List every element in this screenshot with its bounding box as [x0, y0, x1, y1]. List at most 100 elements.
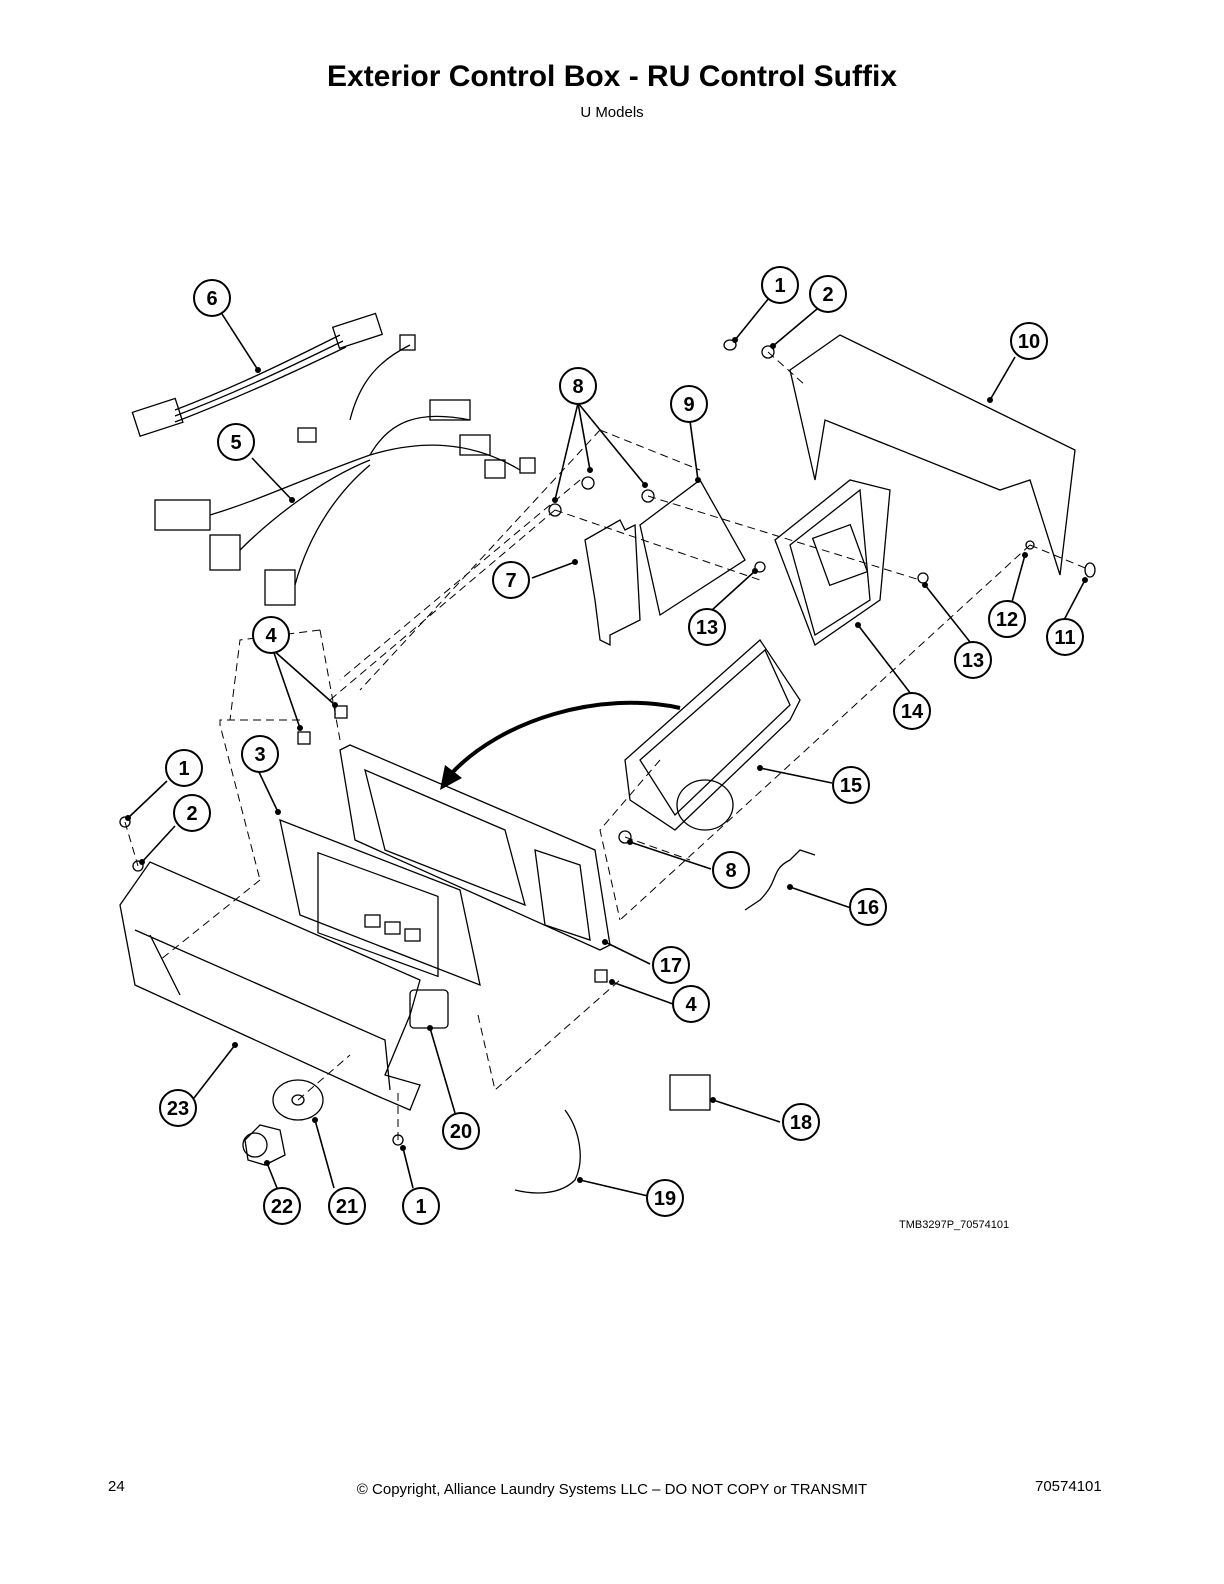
- callout-4: 4: [252, 616, 290, 654]
- callout-20: 20: [442, 1112, 480, 1150]
- callout-label: 5: [230, 432, 241, 454]
- callout-circle: [173, 794, 211, 832]
- callout-15: 15: [832, 766, 870, 804]
- callout-label: 12: [996, 609, 1018, 631]
- callout-label: 7: [505, 570, 516, 592]
- callout-label: 10: [1018, 331, 1040, 353]
- callout-label: 14: [901, 701, 924, 723]
- callout-circle: [712, 851, 750, 889]
- callout-circle: [988, 600, 1026, 638]
- callout-label: 4: [685, 994, 697, 1016]
- callout-label: 4: [265, 625, 277, 647]
- callout-circle: [1010, 322, 1048, 360]
- callout-label: 2: [186, 803, 197, 825]
- callout-label: 1: [415, 1196, 426, 1218]
- callout-circle: [688, 608, 726, 646]
- wiring-harness-6-drawing: [131, 312, 384, 437]
- callout-label: 8: [725, 860, 736, 882]
- callout-label: 2: [822, 284, 833, 306]
- callout-label: 19: [654, 1188, 676, 1210]
- washer-21-drawing: [272, 1079, 324, 1121]
- callout-7: 7: [492, 561, 530, 599]
- control-board-14-drawing: [774, 479, 891, 647]
- callout-17: 17: [652, 946, 690, 984]
- callout-23: 23: [159, 1089, 197, 1127]
- callout-circle: [782, 1103, 820, 1141]
- callout-circle: [646, 1179, 684, 1217]
- page-title: Exterior Control Box - RU Control Suffix: [327, 60, 897, 93]
- callout-circle: [832, 766, 870, 804]
- callout-2: 2: [173, 794, 211, 832]
- callout-circle: [954, 641, 992, 679]
- callout-circle: [893, 692, 931, 730]
- overlay-3-drawing: [279, 818, 481, 987]
- callout-circle: [670, 385, 708, 423]
- callout-label: 13: [962, 650, 984, 672]
- callout-circle: [328, 1187, 366, 1225]
- callout-label: 16: [857, 897, 879, 919]
- callout-label: 23: [167, 1098, 189, 1120]
- callout-circle: [263, 1187, 301, 1225]
- connector-18-drawing: [669, 1074, 711, 1111]
- callout-8: 8: [559, 367, 597, 405]
- leader-arrowheads: [125, 337, 1088, 1183]
- callout-circle: [559, 367, 597, 405]
- callout-14: 14: [893, 692, 931, 730]
- callout-16: 16: [849, 888, 887, 926]
- callout-circle: [241, 735, 279, 773]
- callout-18: 18: [782, 1103, 820, 1141]
- relocation-arrow: [448, 700, 681, 777]
- callout-label: 11: [1054, 627, 1075, 649]
- callout-label: 1: [774, 275, 785, 297]
- fasteners-drawing: [119, 339, 1096, 1146]
- callout-1: 1: [761, 266, 799, 304]
- callout-circle: [672, 985, 710, 1023]
- callout-4: 4: [672, 985, 710, 1023]
- callout-9: 9: [670, 385, 708, 423]
- cover-10-drawing: [789, 334, 1076, 576]
- wire-16-drawing: [744, 849, 816, 911]
- callout-label: 1: [178, 758, 189, 780]
- callout-circle: [442, 1112, 480, 1150]
- control-board-15-drawing: [624, 639, 801, 831]
- callout-13: 13: [688, 608, 726, 646]
- callout-3: 3: [241, 735, 279, 773]
- callout-label: 20: [450, 1121, 472, 1143]
- callout-21: 21: [328, 1187, 366, 1225]
- bracket-7-drawing: [584, 519, 641, 647]
- wiring-harness-5-drawing: [154, 334, 536, 606]
- document-number: 70574101: [1035, 1478, 1102, 1495]
- callout-label: 17: [660, 955, 682, 977]
- callout-2: 2: [809, 275, 847, 313]
- callout-13: 13: [954, 641, 992, 679]
- grommet-22-drawing: [242, 1124, 286, 1166]
- wire-19-drawing: [514, 1109, 581, 1194]
- callout-1: 1: [402, 1187, 440, 1225]
- callout-19: 19: [646, 1179, 684, 1217]
- housing-23-drawing: [119, 861, 421, 1111]
- callout-circle: [1046, 618, 1084, 656]
- callout-12: 12: [988, 600, 1026, 638]
- callout-circle: [159, 1089, 197, 1127]
- callout-11: 11: [1046, 618, 1084, 656]
- callout-label: 18: [790, 1112, 812, 1134]
- page-number: 24: [108, 1478, 125, 1495]
- alignment-lines: [124, 351, 1091, 1140]
- callout-1: 1: [165, 749, 203, 787]
- callout-circle: [165, 749, 203, 787]
- copyright-notice: © Copyright, Alliance Laundry Systems LL…: [356, 1481, 868, 1498]
- callout-circle: [252, 616, 290, 654]
- callout-6: 6: [193, 279, 231, 317]
- callout-circle: [849, 888, 887, 926]
- leader-lines: [127, 297, 1086, 1197]
- callout-circle: [809, 275, 847, 313]
- callout-label: 8: [572, 376, 583, 398]
- callout-circle: [193, 279, 231, 317]
- callout-label: 15: [840, 775, 862, 797]
- callout-22: 22: [263, 1187, 301, 1225]
- callout-circle: [402, 1187, 440, 1225]
- callout-label: 21: [336, 1196, 358, 1218]
- callout-label: 22: [271, 1196, 293, 1218]
- callout-label: 13: [696, 617, 718, 639]
